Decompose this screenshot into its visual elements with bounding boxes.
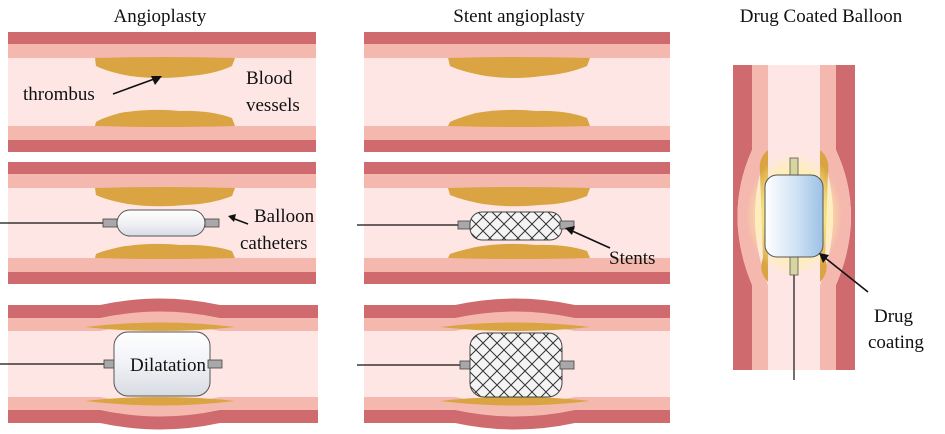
stent-vessel-1	[364, 32, 670, 152]
drug-coating-arrow	[819, 253, 869, 293]
plaque-bottom	[440, 397, 590, 406]
plaque-top	[95, 187, 235, 207]
expanded-stent	[357, 332, 575, 398]
label-balloon-catheters-2: catheters	[240, 233, 308, 254]
title-angioplasty: Angioplasty	[114, 6, 207, 27]
label-drug-coating-1: Drug	[874, 306, 914, 327]
stents-arrow	[565, 226, 611, 249]
angioplasty-vessel-1	[8, 32, 316, 152]
stent-catheter-crimped	[357, 211, 575, 241]
plaque-top	[85, 322, 235, 331]
label-dilatation: Dilatation	[130, 355, 206, 376]
label-balloon-catheters-1: Balloon	[254, 206, 315, 227]
plaque-bottom	[95, 109, 235, 127]
stent-vessel-2	[364, 162, 670, 284]
label-stents: Stents	[609, 248, 655, 269]
label-drug-coating-2: coating	[868, 332, 924, 353]
balloon-catheter	[0, 209, 220, 237]
label-blood-vessels-1: Blood	[246, 68, 293, 89]
title-stent-angioplasty: Stent angioplasty	[453, 6, 585, 27]
plaque-bottom	[448, 109, 590, 127]
plaque-top	[448, 187, 590, 207]
balloon-arrow	[228, 214, 249, 225]
plaque-top	[448, 57, 590, 78]
drug-coated-balloon	[764, 157, 824, 380]
title-drug-coated-balloon: Drug Coated Balloon	[740, 6, 903, 27]
inflated-balloon	[0, 331, 223, 397]
thrombus-arrow	[112, 76, 162, 95]
label-blood-vessels-2: vessels	[246, 95, 300, 116]
plaque-top	[95, 57, 235, 78]
plaque-bottom	[85, 397, 235, 406]
plaque-bottom	[448, 243, 590, 259]
plaque-bottom	[95, 243, 235, 259]
plaque-top	[440, 322, 590, 331]
label-thrombus: thrombus	[23, 84, 95, 105]
